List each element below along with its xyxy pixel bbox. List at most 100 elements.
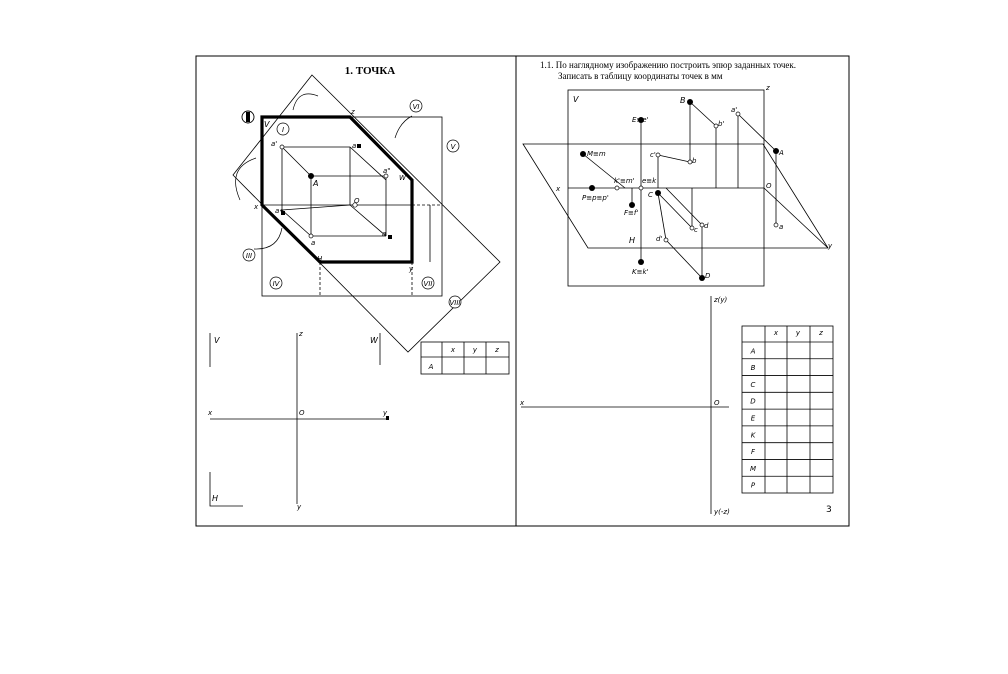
table-a-header-y: y [472, 346, 478, 354]
table-row-label: D [750, 398, 756, 406]
label-x: x [555, 185, 561, 193]
label-a4: a• [352, 142, 360, 150]
label-H: H [317, 255, 323, 263]
box-edge [281, 146, 312, 177]
label-B: B [680, 96, 686, 105]
box-edge [349, 204, 387, 237]
epure-label-ymz: y(-z) [713, 508, 730, 516]
point-F [629, 202, 635, 208]
label-z: z [350, 108, 355, 116]
point-K [638, 259, 644, 265]
epure-label-x: x [519, 399, 525, 407]
page-number: 3 [826, 505, 832, 515]
table-row-label: M [750, 465, 756, 473]
label-C: C [648, 191, 653, 199]
table-row-label: F [751, 448, 756, 456]
label-a2: a [311, 239, 315, 247]
epure-label-H: H [212, 494, 218, 503]
label-V: V [573, 95, 579, 104]
table-a: x y z A [420, 341, 510, 375]
y-axis [763, 187, 829, 249]
point-A [773, 148, 779, 154]
label-a6: a [382, 230, 386, 238]
point-a1 [735, 111, 741, 117]
point-D [699, 275, 705, 281]
points-table-header-z: z [818, 329, 823, 337]
point-c1 [655, 152, 661, 158]
label-d1: d' [656, 235, 662, 243]
label-Ff: F≡f' [624, 209, 638, 217]
label-a1: a' [271, 140, 277, 148]
left-axonometric: V z W x y H A O a' a• a" a• a a I III IV [232, 74, 501, 353]
label-D: D [705, 272, 711, 280]
roman-III-badge: III [242, 248, 256, 262]
rotation-arrow [394, 115, 413, 139]
table-a-header-z: z [494, 346, 499, 354]
point-b1 [713, 123, 719, 129]
label-y: y [827, 242, 833, 250]
label-Mm: M≡m [587, 150, 606, 158]
sheet-frame [195, 55, 850, 527]
label-O: O [766, 182, 772, 190]
roman-VI-badge: VI [409, 99, 423, 113]
epure-label-y-right: y [382, 409, 388, 417]
point-a [308, 233, 314, 239]
svg-text:V: V [451, 143, 457, 151]
point-c [689, 225, 695, 231]
corner-H [209, 472, 243, 507]
roman-IV-badge: IV [269, 276, 283, 290]
table-a-row-A: A [428, 363, 434, 371]
left-epure: V W H z x O y y [207, 330, 389, 511]
label-x: x [253, 203, 259, 211]
label-Ee: E≡e' [632, 116, 649, 124]
label-O: O [354, 197, 360, 205]
marker [388, 235, 392, 239]
point-a1 [279, 144, 285, 150]
label-a5: a• [275, 207, 283, 215]
epure-label-zy: z(y) [713, 296, 728, 304]
marker [386, 416, 389, 420]
roman-I-badge: I [276, 122, 290, 136]
rotation-arrow [235, 157, 257, 201]
label-Ppp: P≡p≡p' [582, 194, 609, 202]
marker [281, 211, 285, 215]
label-V: V [264, 120, 270, 129]
label-W: W [399, 174, 407, 182]
proj [737, 113, 777, 152]
point-E [638, 117, 644, 123]
point-d1 [663, 237, 669, 243]
roman-VII-badge: VII [421, 276, 435, 290]
table-row-label: C [751, 381, 756, 389]
roman-VIII-badge: VIII [448, 295, 462, 309]
points-table-header-x: x [773, 329, 779, 337]
label-b: b [692, 157, 697, 165]
h-plane [522, 143, 829, 249]
bold-hexagon [260, 115, 414, 264]
left-title: 1. ТОЧКА [345, 65, 396, 77]
point-M [580, 151, 586, 157]
epure-label-x: x [207, 409, 213, 417]
proj [657, 154, 691, 163]
epure-label-V: V [214, 336, 220, 345]
table-row-label: K [751, 431, 757, 439]
points-table-header-y: y [795, 329, 801, 337]
marker [357, 144, 361, 148]
w-plane-outline [232, 74, 501, 353]
task-line-1: 1.1. По наглядному изображению построить… [540, 60, 796, 70]
point-C [655, 190, 661, 196]
point-A [308, 173, 314, 179]
point-a3 [383, 173, 389, 179]
label-a: a [779, 223, 783, 231]
epure-label-O: O [714, 399, 720, 407]
point-k1 [614, 185, 620, 191]
epure-label-y-bottom: y [296, 503, 302, 511]
svg-text:VI: VI [413, 103, 420, 111]
svg-text:III: III [246, 252, 252, 260]
label-km: k'≡m' [614, 177, 635, 185]
svg-text:VIII: VIII [450, 299, 461, 307]
label-c: c [694, 226, 698, 234]
proj [657, 192, 667, 241]
label-A: A [778, 149, 784, 157]
svg-text:IV: IV [273, 280, 281, 288]
table-a-header-x: x [450, 346, 456, 354]
